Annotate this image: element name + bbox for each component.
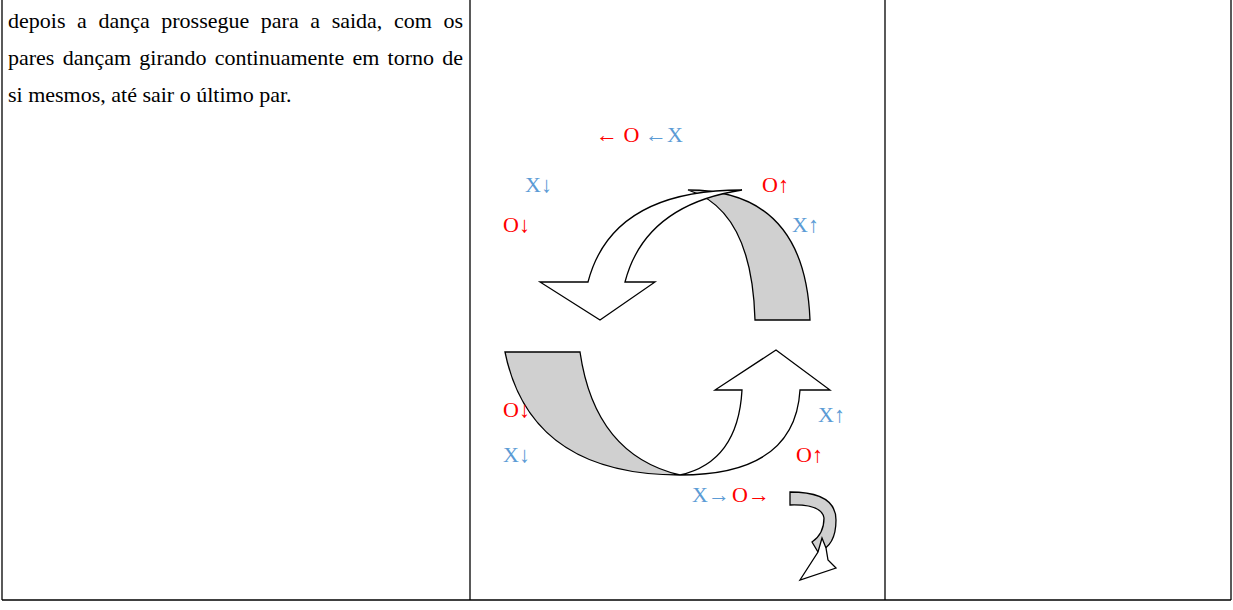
table-border	[2, 599, 1231, 600]
dancer-mark: ←X	[645, 122, 683, 148]
dancer-mark: O↑	[796, 442, 823, 468]
curved-arrow	[800, 538, 836, 580]
table-border	[1, 0, 2, 600]
dancer-mark: O↑	[762, 172, 789, 198]
dancer-mark: X↑	[818, 402, 845, 428]
curved-arrow	[540, 190, 742, 320]
table-border	[884, 0, 885, 600]
table-border	[1230, 0, 1231, 600]
dancer-mark: X↓	[525, 172, 552, 198]
table-cell-text: depois a dança prossegue para a saida, c…	[8, 2, 463, 113]
table-border	[469, 0, 470, 600]
dancer-mark: X↑	[792, 212, 819, 238]
dancer-mark: X→	[692, 482, 730, 508]
dancer-mark: ← O	[596, 122, 639, 148]
dancer-mark: X↓	[503, 442, 530, 468]
curved-arrow	[680, 350, 830, 475]
ribbon-arrow	[505, 352, 680, 475]
ribbon-arrow	[688, 190, 810, 320]
dancer-mark: O↓	[503, 397, 530, 423]
ribbon-arrow	[790, 492, 836, 552]
dancer-mark: O↓	[503, 212, 530, 238]
dancer-mark: O→	[732, 482, 770, 508]
